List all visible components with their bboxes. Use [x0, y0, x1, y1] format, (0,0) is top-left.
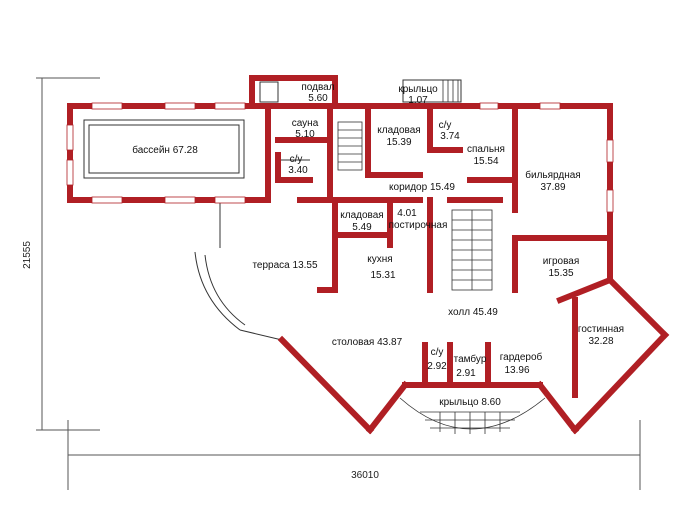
- room-label-sauna: сауна: [292, 118, 319, 129]
- room-area-laundry: 4.01: [397, 208, 417, 219]
- room-area-wc-3: 2.92: [427, 361, 447, 372]
- window: [214, 196, 246, 204]
- window: [66, 124, 74, 151]
- stairs-main-porch: [399, 397, 546, 434]
- room-area-billiard: 37.89: [540, 182, 565, 193]
- room-label-living: гостинная: [578, 324, 624, 335]
- room-label-storage-1: кладовая: [377, 125, 420, 136]
- window: [539, 102, 561, 110]
- stairs-center: [451, 209, 493, 291]
- window: [606, 189, 614, 213]
- room-label-porch-top: крыльцо: [398, 84, 438, 95]
- room-label-wc-small: с/у: [290, 154, 303, 165]
- room-label-wc-2: с/у: [439, 120, 452, 131]
- room-area-basement: 5.60: [308, 93, 328, 104]
- room-area-storage-1: 15.39: [386, 137, 411, 148]
- room-label-storage-2: кладовая: [340, 210, 383, 221]
- room-label-wardrobe: гардероб: [500, 351, 543, 363]
- room-area-wc-2: 3.74: [440, 131, 460, 142]
- pool-outline: [83, 119, 245, 179]
- room-label-kitchen: кухня: [367, 254, 392, 265]
- room-label-porch-main: крыльцо 8.60: [439, 397, 501, 408]
- room-label-dining: столовая 43.87: [332, 337, 403, 348]
- window: [66, 159, 74, 186]
- room-label-basement: подвал: [301, 82, 334, 93]
- room-area-game-room: 15.35: [548, 268, 573, 279]
- thin-lines: [83, 79, 462, 341]
- room-area-bedroom: 15.54: [473, 156, 498, 167]
- room-label-laundry: постирочная: [389, 220, 448, 231]
- room-label-corridor: коридор 15.49: [389, 182, 455, 193]
- room-area-storage-2: 5.49: [352, 222, 372, 233]
- windows: [66, 102, 614, 213]
- room-area-wc-small: 3.40: [288, 165, 308, 176]
- room-area-porch-top: 1.07: [408, 95, 428, 106]
- room-label-terrace: терраса 13.55: [252, 260, 318, 271]
- window: [606, 139, 614, 163]
- window: [164, 196, 196, 204]
- height-dimension-label: 21555: [22, 241, 33, 269]
- window: [91, 196, 123, 204]
- room-area-vestibule: 2.91: [456, 368, 476, 379]
- room-area-living: 32.28: [588, 336, 613, 347]
- stairs-top-porch: [442, 80, 459, 102]
- room-label-hall: холл 45.49: [448, 307, 498, 318]
- room-label-billiard: бильярдная: [525, 169, 580, 181]
- room-area-sauna: 5.10: [295, 129, 315, 140]
- room-label-bedroom: спальня: [467, 144, 505, 155]
- room-label-game-room: игровая: [543, 256, 580, 267]
- stairs-sauna: [337, 121, 363, 171]
- room-label-vestibule: тамбур: [454, 353, 487, 365]
- window: [91, 102, 123, 110]
- room-labels: бассейн 67.28 подвал 5.60 крыльцо 1.07 с…: [132, 82, 624, 408]
- room-label-pool: бассейн 67.28: [132, 144, 198, 156]
- width-dimension-label: 36010: [351, 470, 379, 481]
- window: [214, 102, 246, 110]
- dimension-lines: [36, 77, 641, 490]
- window: [164, 102, 196, 110]
- room-label-wc-3: с/у: [431, 347, 444, 358]
- room-area-wardrobe: 13.96: [504, 365, 529, 376]
- room-area-kitchen: 15.31: [370, 270, 395, 281]
- window: [479, 102, 499, 110]
- pool-inner: [88, 124, 240, 174]
